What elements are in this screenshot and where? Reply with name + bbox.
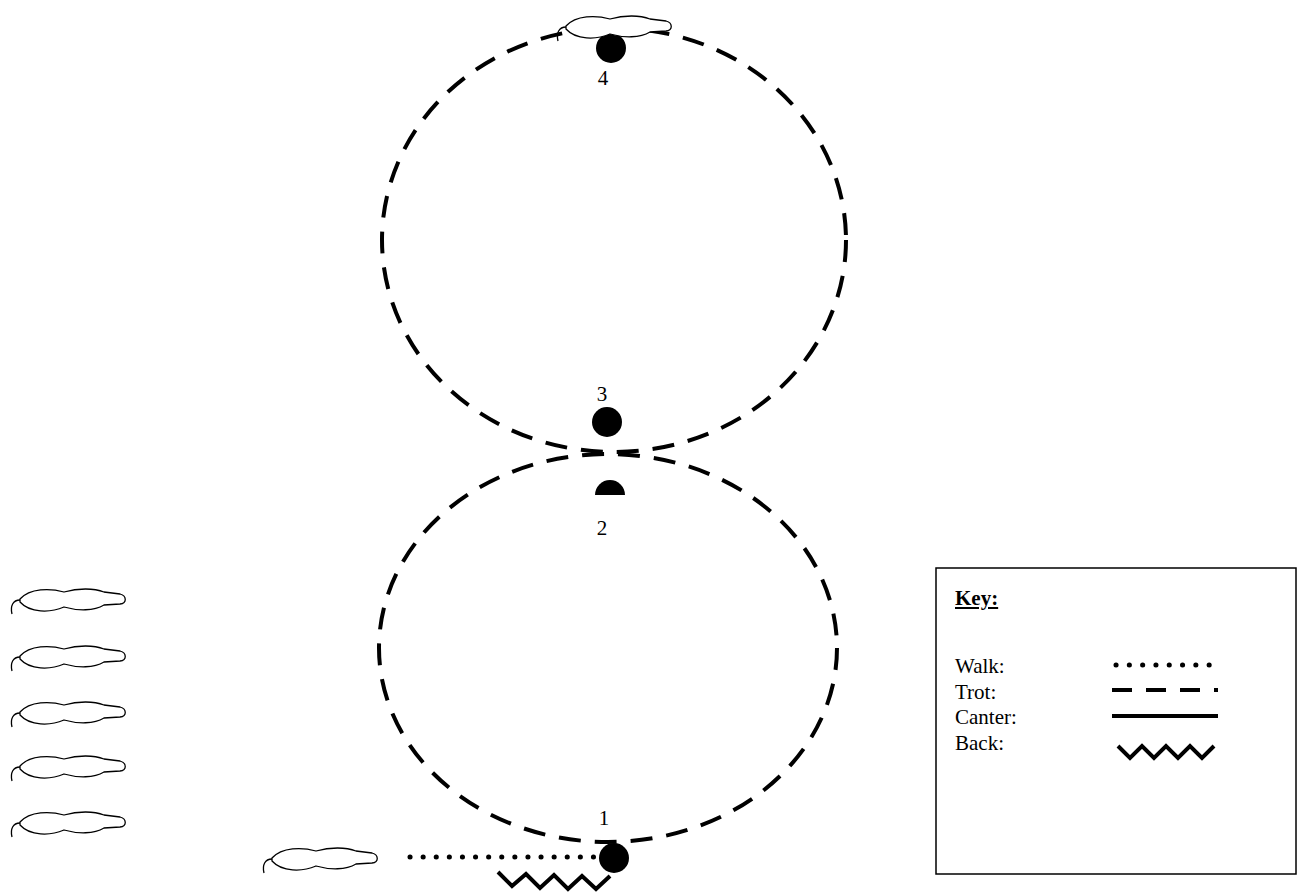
legend-text: Walk:	[955, 656, 1005, 677]
callout-number: 3	[595, 384, 610, 405]
legend-title: Key:	[955, 588, 998, 609]
cone-marker	[595, 480, 625, 495]
callout-number: 1	[597, 808, 612, 829]
horse-icon	[11, 589, 125, 614]
horse-icon	[263, 848, 377, 873]
trot-sample	[1112, 688, 1218, 692]
callout-number: 2	[595, 518, 610, 539]
trot-circle	[382, 28, 846, 452]
back-sample	[1118, 746, 1214, 758]
legend-text: Back:	[955, 733, 1004, 754]
back-line	[498, 872, 610, 889]
horse-icon	[11, 812, 125, 837]
callout-number: 4	[596, 68, 611, 89]
walk-line	[410, 855, 612, 860]
horse-icon	[11, 646, 125, 671]
walk-sample	[1116, 663, 1222, 668]
cone-marker	[599, 843, 629, 873]
horse-icon	[11, 702, 125, 727]
legend-text: Canter:	[955, 707, 1017, 728]
legend-box	[936, 568, 1296, 874]
cone-marker	[592, 407, 622, 437]
legend-text: Trot:	[955, 682, 996, 703]
trot-circle	[379, 454, 837, 842]
horse-icon	[557, 16, 671, 41]
horse-icon	[11, 756, 125, 781]
canter-sample	[1112, 714, 1218, 718]
